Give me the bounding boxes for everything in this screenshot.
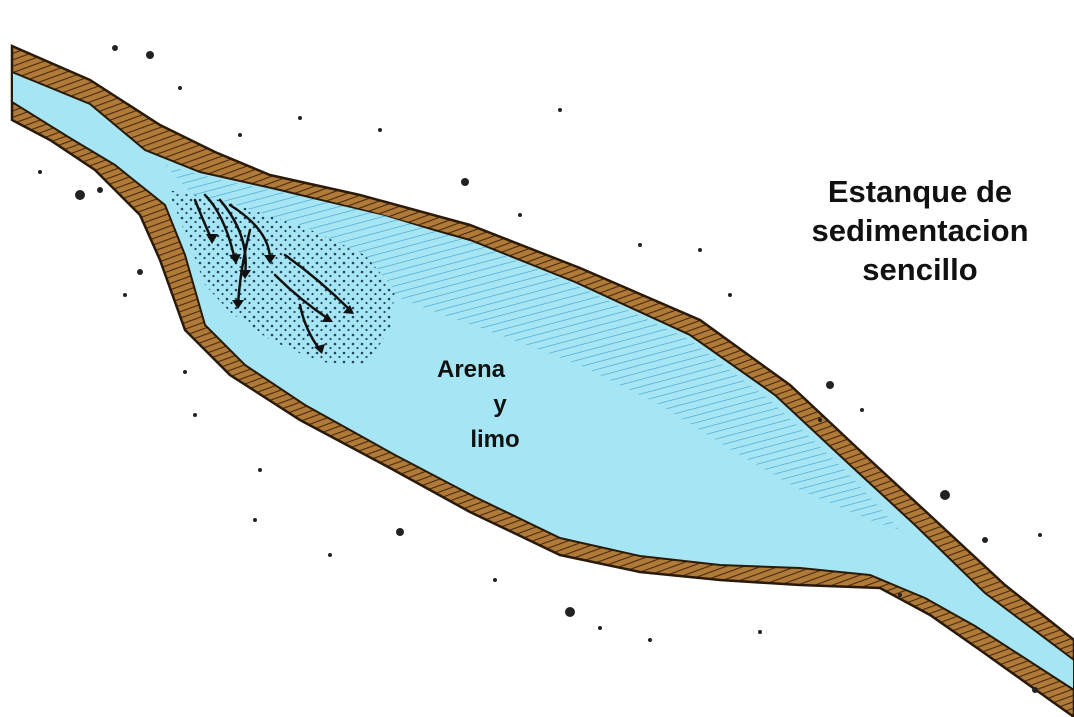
title-line-3: sencillo: [770, 250, 1070, 289]
sediment-label-line-2: y: [460, 387, 540, 422]
sediment-label-line-1: Arena: [402, 352, 540, 387]
title-line-1: Estanque de: [770, 172, 1070, 211]
diagram-title: Estanque de sedimentacion sencillo: [770, 172, 1070, 289]
sediment-label-line-3: limo: [450, 422, 540, 457]
title-line-2: sedimentacion: [770, 211, 1070, 250]
sediment-label: Arena y limo: [410, 352, 540, 457]
